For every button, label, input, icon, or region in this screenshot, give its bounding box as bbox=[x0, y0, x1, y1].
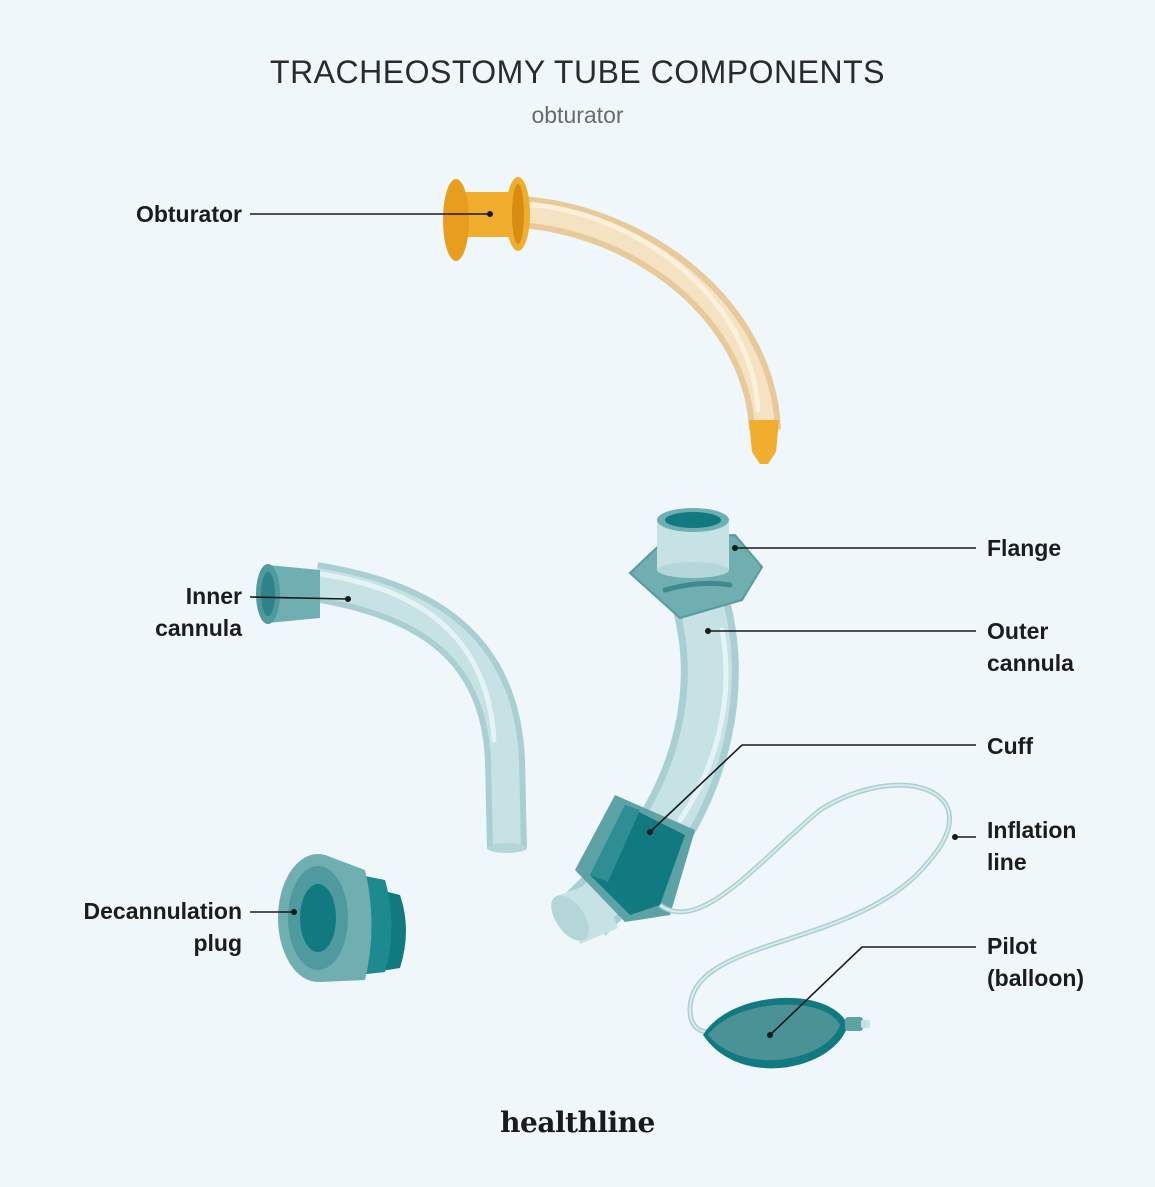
decannulation-plug-illustration bbox=[278, 854, 406, 982]
inflation-line-illustration bbox=[658, 782, 953, 1035]
label-inner-cannula-line1: Inner bbox=[185, 583, 242, 609]
label-flange: Flange bbox=[987, 532, 1061, 564]
leader-line-pilot bbox=[769, 946, 976, 1036]
leader-dots bbox=[291, 211, 958, 1038]
label-inflation-line: Inflation line bbox=[987, 814, 1076, 878]
label-pilot-balloon: Pilot (balloon) bbox=[987, 930, 1084, 994]
label-outer-cannula: Outer cannula bbox=[987, 615, 1074, 679]
label-pilot-line2: (balloon) bbox=[987, 965, 1085, 991]
label-decannulation-line2: plug bbox=[193, 930, 242, 956]
label-obturator-text: Obturator bbox=[135, 201, 242, 227]
leader-line-cuff bbox=[649, 744, 976, 833]
page-subtitle: obturator bbox=[531, 102, 624, 128]
inner-cannula-illustration bbox=[256, 562, 527, 853]
label-pilot-line1: Pilot bbox=[987, 933, 1037, 959]
page-title: TRACHEOSTOMY TUBE COMPONENTS bbox=[270, 54, 885, 90]
label-cuff: Cuff bbox=[987, 730, 1033, 762]
outer-cannula-illustration bbox=[551, 508, 764, 944]
label-inflation-line2: line bbox=[987, 849, 1027, 875]
label-decannulation-line1: Decannulation bbox=[83, 898, 242, 924]
label-outer-cannula-line2: cannula bbox=[987, 650, 1074, 676]
obturator-illustration bbox=[443, 177, 781, 464]
label-flange-text: Flange bbox=[987, 535, 1062, 561]
label-cuff-text: Cuff bbox=[987, 733, 1033, 759]
label-obturator: Obturator bbox=[60, 198, 242, 230]
label-decannulation-plug: Decannulation plug bbox=[40, 895, 242, 959]
brand-logo: healthline bbox=[500, 1106, 655, 1139]
label-inner-cannula: Inner cannula bbox=[60, 580, 242, 644]
label-inner-cannula-line2: cannula bbox=[155, 615, 242, 641]
leader-lines bbox=[249, 213, 976, 1036]
label-inflation-line1: Inflation bbox=[987, 817, 1077, 843]
label-outer-cannula-line1: Outer bbox=[987, 618, 1049, 644]
pilot-balloon-illustration bbox=[703, 997, 870, 1069]
leader-line-inner-cannula bbox=[249, 596, 349, 600]
